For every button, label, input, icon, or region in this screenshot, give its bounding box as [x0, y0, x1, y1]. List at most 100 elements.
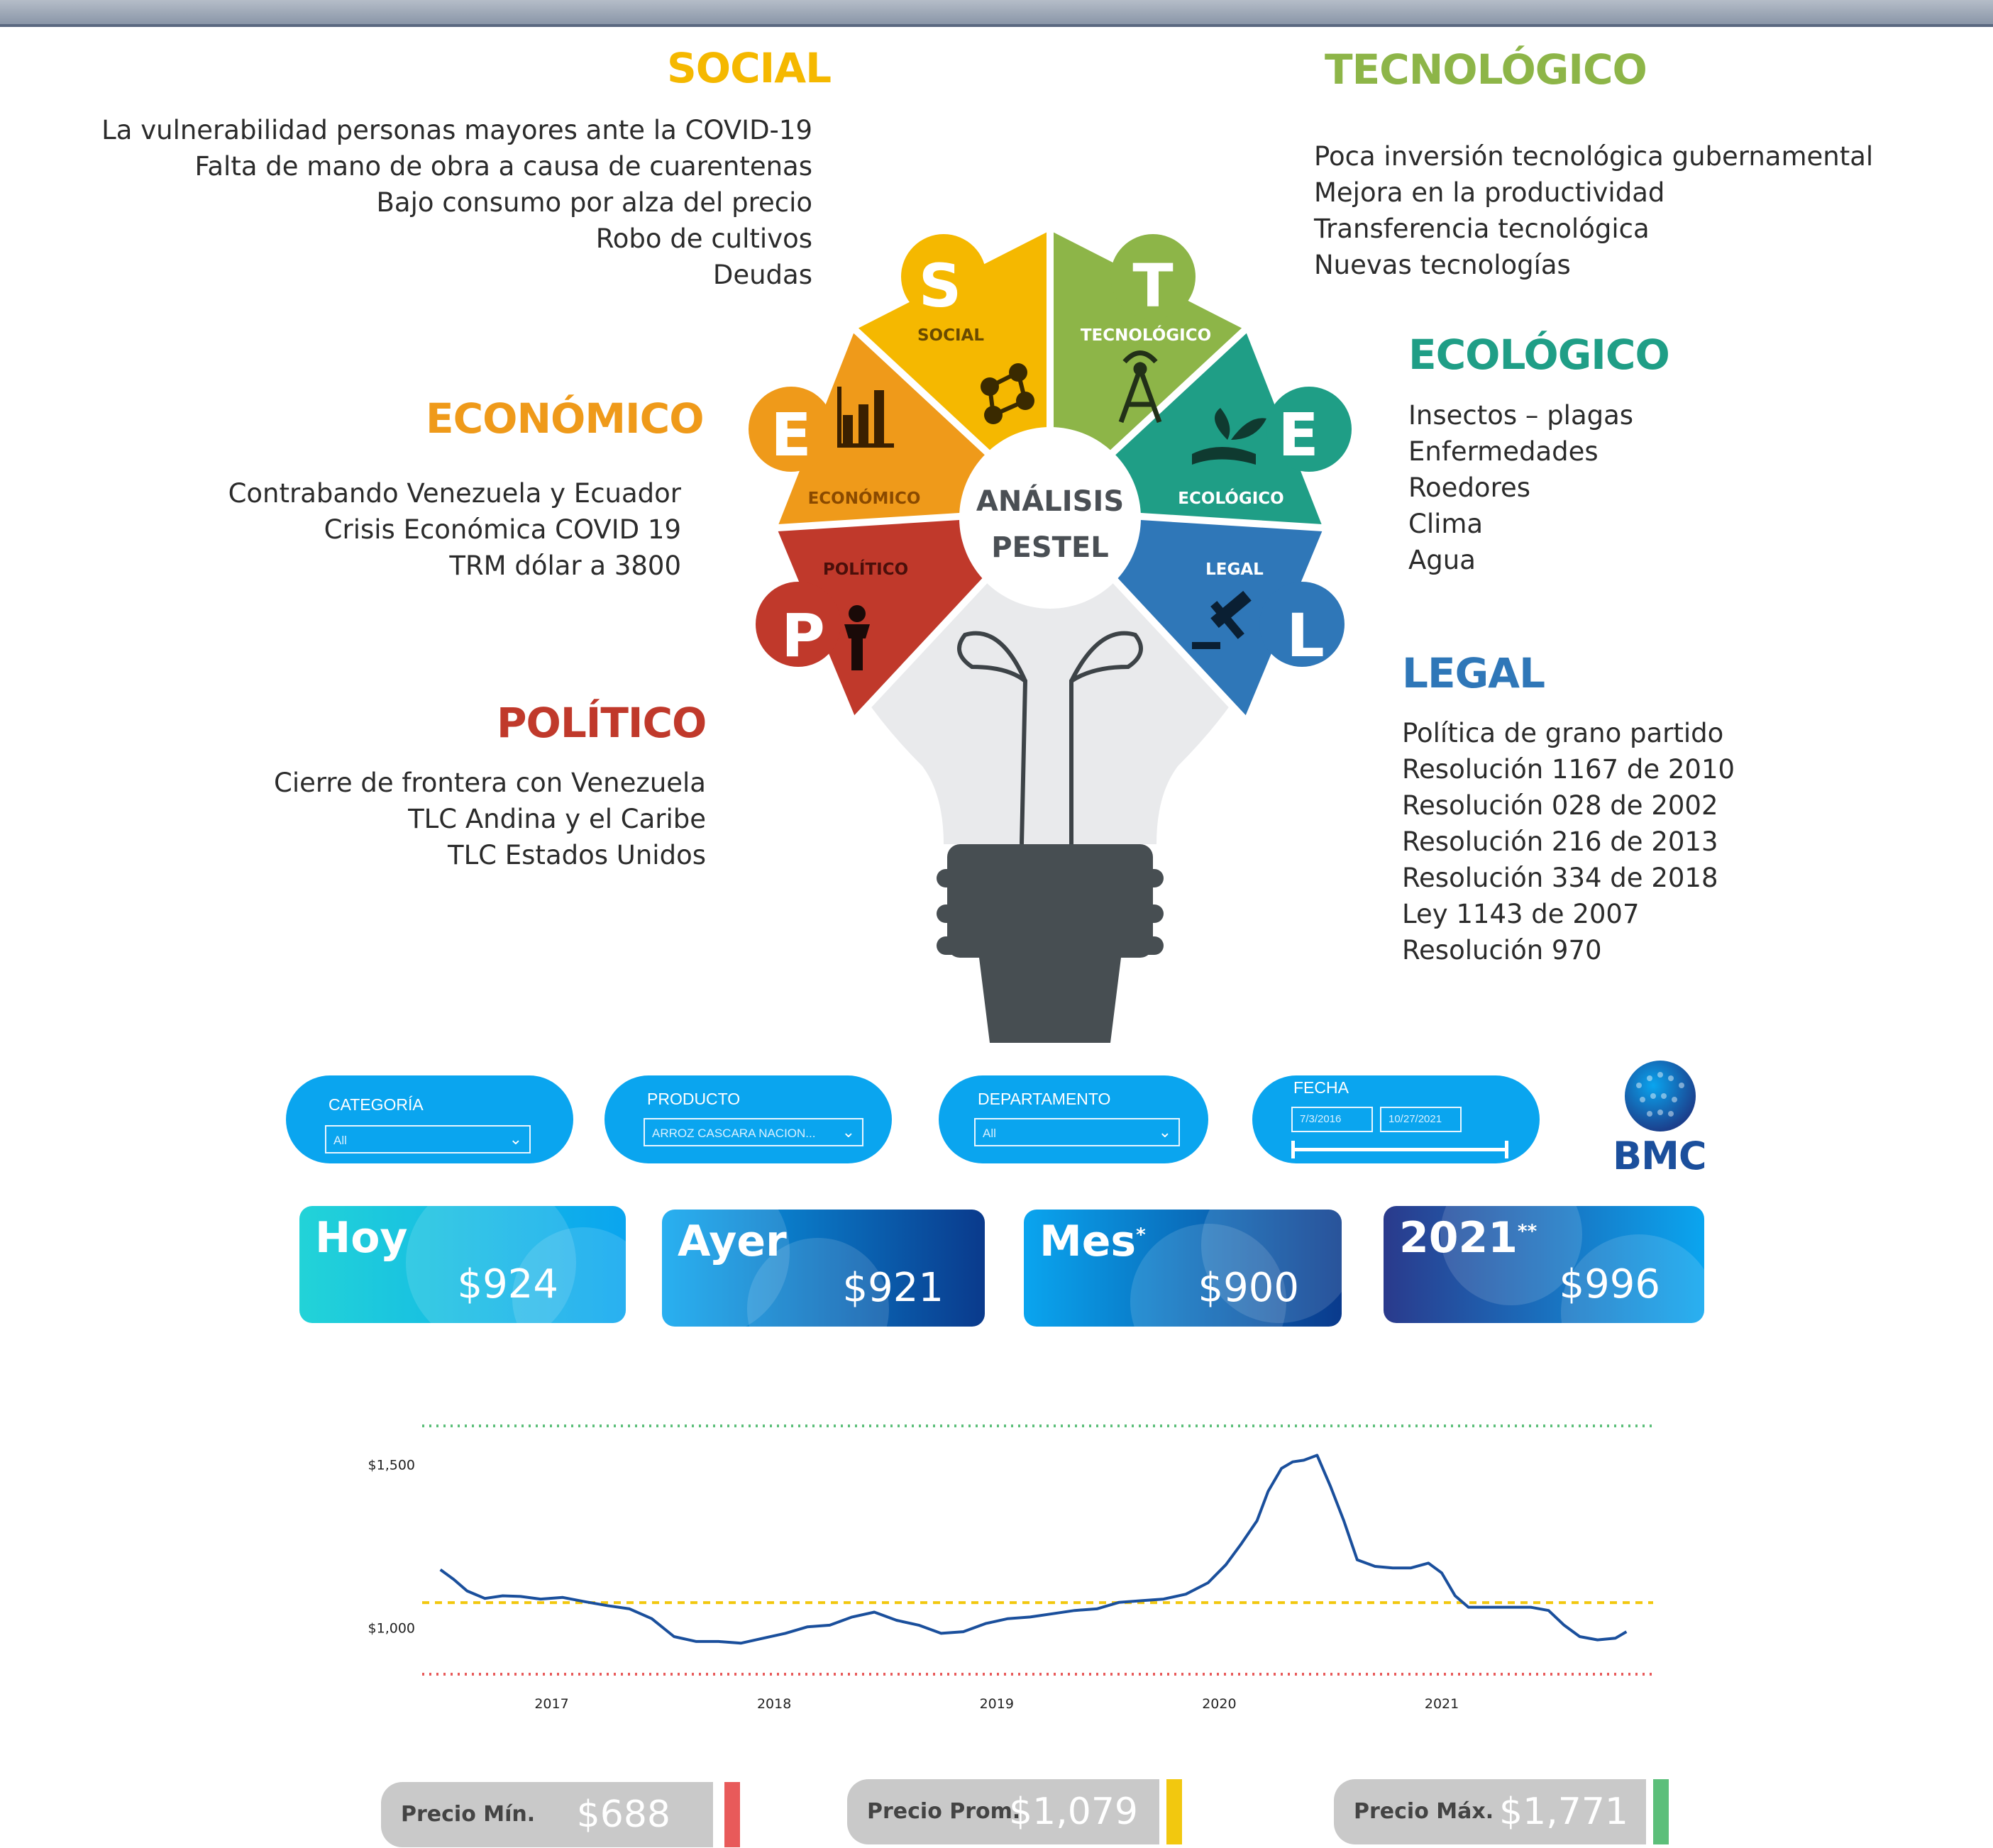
social-heading: SOCIAL	[667, 44, 832, 92]
producto-filter[interactable]: PRODUCTO ARROZ CASCARA NACION... ⌄	[604, 1075, 892, 1163]
politico-list-item: Cierre de frontera con Venezuela	[273, 768, 706, 798]
kpi-ayer-value: $921	[842, 1265, 944, 1311]
ecologico-list-item: Clima	[1408, 509, 1484, 539]
kpi-card-hoy: Hoy $924	[299, 1206, 626, 1323]
ecologico-heading: ECOLÓGICO	[1408, 331, 1670, 379]
producto-dropdown[interactable]: ARROZ CASCARA NACION... ⌄	[644, 1118, 863, 1146]
categoria-filter[interactable]: CATEGORÍA All ⌄	[286, 1075, 573, 1163]
producto-filter-label: PRODUCTO	[647, 1090, 741, 1108]
stat-max-value: $1,771	[1499, 1791, 1628, 1833]
legal-heading: LEGAL	[1402, 649, 1545, 697]
social-list-item: La vulnerabilidad personas mayores ante …	[101, 115, 812, 145]
pestel-center-line1: ANÁLISIS	[976, 484, 1124, 518]
producto-dropdown-value: ARROZ CASCARA NACION...	[652, 1127, 816, 1140]
social-list-item: Bajo consumo por alza del precio	[376, 187, 812, 218]
wedge-label-economico: ECONÓMICO	[808, 488, 921, 508]
kpi-2021-value: $996	[1559, 1261, 1660, 1307]
tecnologico-list-item: Nuevas tecnologías	[1314, 250, 1571, 280]
bmc-logo-text: BMC	[1613, 1134, 1707, 1178]
ecologico-list-item: Enfermedades	[1408, 436, 1599, 467]
kpi-card-2021: 2021** $996	[1384, 1206, 1704, 1323]
wedge-label-social: SOCIAL	[917, 326, 984, 345]
kpi-hoy-title: Hoy	[315, 1213, 408, 1263]
legal-list-item: Resolución 028 de 2002	[1402, 790, 1718, 821]
stat-avg-value: $1,079	[1009, 1791, 1138, 1833]
wedge-social	[855, 231, 1050, 511]
wedge-label-ecologico: ECOLÓGICO	[1178, 488, 1283, 508]
globe-dots-icon	[1625, 1061, 1696, 1132]
chevron-down-icon: ⌄	[1158, 1123, 1171, 1141]
letter-l: L	[1286, 601, 1325, 670]
letter-p: P	[781, 601, 825, 670]
ecologico-list-item: Insectos – plagas	[1408, 400, 1634, 431]
stat-avg-color-bar	[1166, 1779, 1182, 1844]
categoria-filter-label: CATEGORÍA	[329, 1095, 424, 1114]
fecha-end-input[interactable]: 10/27/2021	[1380, 1107, 1462, 1132]
departamento-filter[interactable]: DEPARTAMENTO All ⌄	[939, 1075, 1208, 1163]
y-tick-label: $1,500	[368, 1457, 415, 1473]
fecha-filter[interactable]: FECHA 7/3/2016 10/27/2021	[1252, 1075, 1540, 1163]
stat-precio-min: Precio Mín. $688	[381, 1782, 740, 1847]
network-icon	[981, 363, 1034, 424]
letter-e-economico: E	[771, 400, 811, 470]
tecnologico-list: Poca inversión tecnológica gubernamental…	[1314, 138, 1953, 283]
kpi-mes-value: $900	[1198, 1265, 1299, 1311]
x-tick-label: 2020	[1202, 1696, 1236, 1712]
fecha-range-slider[interactable]	[1291, 1141, 1508, 1158]
stat-max-label: Precio Máx.	[1354, 1799, 1494, 1824]
politico-list-item: TLC Andina y el Caribe	[408, 804, 706, 834]
wedge-label-tecnologico: TECNOLÓGICO	[1081, 325, 1211, 345]
x-tick-label: 2019	[980, 1696, 1014, 1712]
y-tick-label: $1,000	[368, 1621, 415, 1637]
wedge-tecnologico	[1050, 231, 1245, 511]
letter-s: S	[919, 251, 962, 321]
plant-hand-icon	[1192, 408, 1266, 465]
x-tick-label: 2021	[1425, 1696, 1459, 1712]
social-list-item: Deudas	[712, 260, 812, 290]
kpi-2021-title: 2021**	[1399, 1213, 1537, 1263]
legal-list-item: Política de grano partido	[1402, 718, 1724, 748]
social-list-item: Falta de mano de obra a causa de cuarent…	[194, 151, 812, 182]
departamento-dropdown[interactable]: All ⌄	[974, 1118, 1180, 1146]
economico-list-item: Crisis Económica COVID 19	[324, 514, 681, 545]
wedge-label-politico: POLÍTICO	[823, 559, 908, 579]
kpi-hoy-value: $924	[457, 1261, 558, 1307]
stat-min-color-bar	[724, 1782, 740, 1847]
categoria-dropdown-value: All	[333, 1134, 347, 1147]
kpi-card-mes: Mes* $900	[1024, 1210, 1342, 1327]
legal-list-item: Resolución 216 de 2013	[1402, 826, 1718, 857]
departamento-dropdown-value: All	[983, 1127, 996, 1140]
departamento-filter-label: DEPARTAMENTO	[978, 1090, 1111, 1108]
legal-list-item: Ley 1143 de 2007	[1402, 899, 1640, 929]
kpi-card-ayer: Ayer $921	[662, 1210, 985, 1327]
economico-heading: ECONÓMICO	[426, 394, 705, 443]
legal-list-item: Resolución 970	[1402, 935, 1602, 966]
fecha-start-input[interactable]: 7/3/2016	[1291, 1107, 1373, 1132]
stat-max-color-bar	[1653, 1779, 1669, 1844]
x-tick-label: 2018	[757, 1696, 791, 1712]
legal-list-item: Resolución 334 de 2018	[1402, 863, 1718, 893]
tecnologico-list-item: Transferencia tecnológica	[1314, 214, 1650, 244]
fecha-slider-end-handle[interactable]	[1505, 1141, 1508, 1158]
pestel-center-line2: PESTEL	[991, 531, 1109, 564]
categoria-dropdown[interactable]: All ⌄	[325, 1125, 531, 1153]
price-series-line	[439, 1454, 1628, 1645]
chevron-down-icon: ⌄	[841, 1123, 855, 1141]
fecha-slider-start-handle[interactable]	[1291, 1141, 1295, 1158]
tecnologico-list-item: Mejora en la productividad	[1314, 177, 1665, 208]
tecnologico-heading: TECNOLÓGICO	[1325, 45, 1647, 94]
social-list-item: Robo de cultivos	[595, 223, 812, 254]
legal-list-item: Resolución 1167 de 2010	[1402, 754, 1735, 785]
x-tick-label: 2017	[534, 1696, 568, 1712]
bmc-logo: BMC	[1609, 1057, 1708, 1178]
stat-precio-max: Precio Máx. $1,771	[1334, 1779, 1669, 1844]
stat-avg-label: Precio Prom.	[867, 1799, 1021, 1824]
letter-t: T	[1132, 251, 1173, 321]
kpi-2021-marker: **	[1518, 1221, 1537, 1242]
kpi-mes-marker: *	[1136, 1224, 1146, 1246]
fecha-filter-label: FECHA	[1293, 1078, 1349, 1097]
chevron-down-icon: ⌄	[509, 1130, 522, 1148]
